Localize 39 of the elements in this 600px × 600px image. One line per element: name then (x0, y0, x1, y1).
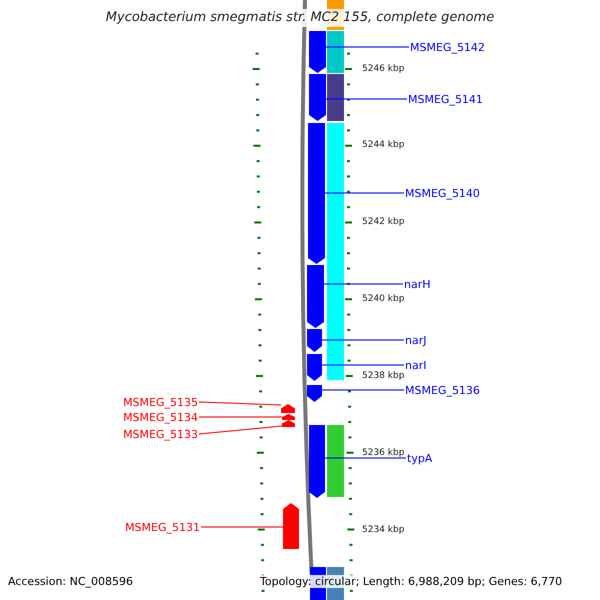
leader-line (326, 98, 408, 100)
scale-label: 5238 kbp (362, 371, 404, 382)
gene-label: MSMEG_5140 (405, 186, 480, 200)
leader-line (198, 416, 282, 418)
scale-label: 5246 kbp (362, 64, 404, 75)
gene-label: MSMEG_5141 (408, 92, 483, 106)
scale-label: 5236 kbp (362, 448, 404, 459)
scale-label: 5240 kbp (362, 294, 404, 305)
gene-segment (307, 385, 322, 402)
gene-label: MSMEG_5135 (123, 396, 198, 408)
gene-segment (309, 74, 326, 121)
leader-line (324, 192, 404, 194)
gene-segment (282, 414, 295, 420)
info-text: Accession: NC_008596 (8, 575, 134, 588)
scale-label: 5234 kbp (362, 525, 404, 536)
leader-line (200, 526, 284, 528)
gene-label: MSMEG_5142 (410, 40, 485, 54)
gene-label: MSMEG_5134 (123, 410, 198, 424)
scale-label: 5244 kbp (362, 140, 404, 151)
gene-label: MSMEG_5131 (125, 520, 200, 534)
gene-segment (309, 31, 326, 73)
info-text: Topology: circular; Length: 6,988,209 bp; Genes: 6,770 (260, 575, 562, 588)
gene-label: narJ (405, 334, 426, 346)
leader-line (326, 46, 410, 48)
gene-segment (309, 425, 325, 498)
gene-segment (307, 329, 322, 352)
gene-label: narH (404, 278, 431, 290)
scale-label: 5242 kbp (362, 217, 404, 228)
gene-label: narI (405, 358, 426, 372)
gene-segment (282, 420, 295, 427)
leader-line (322, 364, 404, 366)
leader-line (198, 402, 282, 406)
gene-segment (283, 503, 299, 549)
gene-segment (307, 354, 322, 381)
gene-segment (281, 404, 295, 413)
gene-label: typA (407, 452, 432, 464)
leader-line (198, 426, 282, 434)
gene-label: MSMEG_5136 (405, 384, 480, 396)
gene-label: MSMEG_5133 (123, 428, 198, 440)
